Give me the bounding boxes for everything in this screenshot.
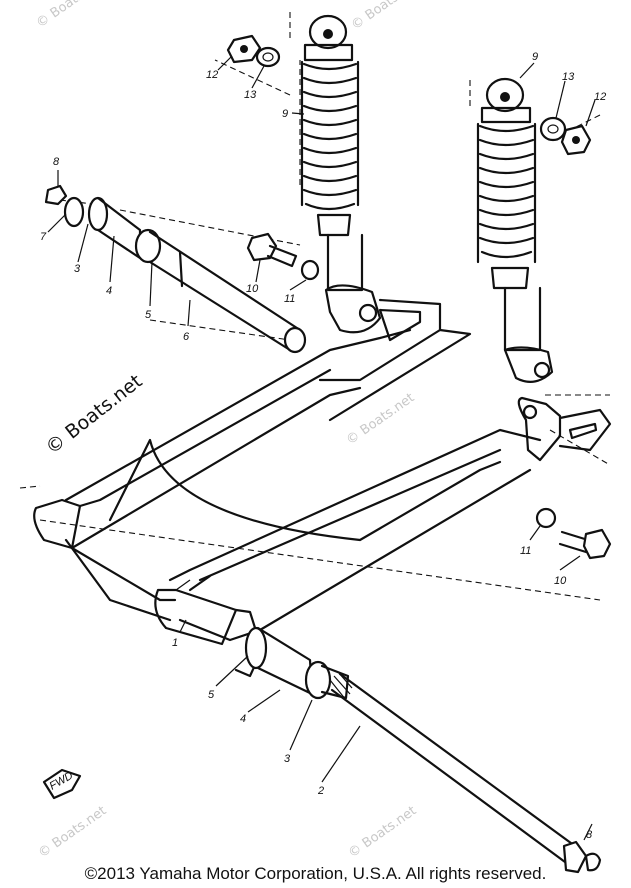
callout-11: 11 (284, 293, 295, 305)
shock-absorber-left (300, 14, 382, 334)
callout-12: 12 (594, 91, 606, 103)
callout-4: 4 (240, 713, 246, 725)
callout-9: 9 (532, 51, 538, 63)
callout-3: 3 (74, 263, 81, 275)
callout-8: 8 (53, 156, 60, 168)
callout-4: 4 (106, 285, 112, 297)
nut-and-washer-top-left (226, 34, 281, 68)
callout-11: 11 (520, 545, 531, 557)
callout-6: 6 (183, 331, 190, 343)
shock-absorber-right (476, 77, 554, 383)
bolt-and-washer-right (535, 507, 612, 560)
watermark: © Boats.net (346, 803, 420, 861)
fwd-arrow: FWD (42, 768, 82, 800)
callout-numbers: 12 13 9 9 13 12 8 7 3 4 5 6 10 11 11 10 … (40, 51, 606, 841)
callout-5: 5 (208, 689, 215, 701)
watermark: © Boats.net (344, 390, 418, 448)
footer-copyright: ©2013 Yamaha Motor Corporation, U.S.A. A… (84, 864, 547, 883)
bolt-and-washer-middle (246, 232, 320, 281)
callout-9: 9 (282, 108, 288, 120)
watermark: © Boats.net (349, 0, 423, 33)
leader-lines (47, 55, 596, 841)
callout-2: 2 (317, 785, 324, 797)
callout-13: 13 (244, 89, 257, 101)
swing-arm-body (33, 298, 612, 646)
pivot-bushing-upper (44, 184, 307, 354)
callout-1: 1 (172, 637, 178, 649)
callout-10: 10 (554, 575, 567, 587)
pivot-shaft-lower (234, 608, 602, 874)
callout-5: 5 (145, 309, 152, 321)
watermarks: © Boats.net © Boats.net © Boats.net © Bo… (34, 0, 423, 861)
callout-3: 3 (284, 753, 291, 765)
callout-8: 8 (586, 829, 593, 841)
nut-and-washer-top-right (539, 116, 592, 156)
callout-10: 10 (246, 283, 259, 295)
callout-7: 7 (40, 231, 47, 243)
fwd-label: FWD (48, 770, 76, 793)
callout-12: 12 (206, 69, 218, 81)
copyright-overlay: © Boats.net (42, 370, 147, 459)
callout-13: 13 (562, 71, 575, 83)
watermark: © Boats.net (34, 0, 108, 31)
watermark: © Boats.net (36, 803, 110, 861)
